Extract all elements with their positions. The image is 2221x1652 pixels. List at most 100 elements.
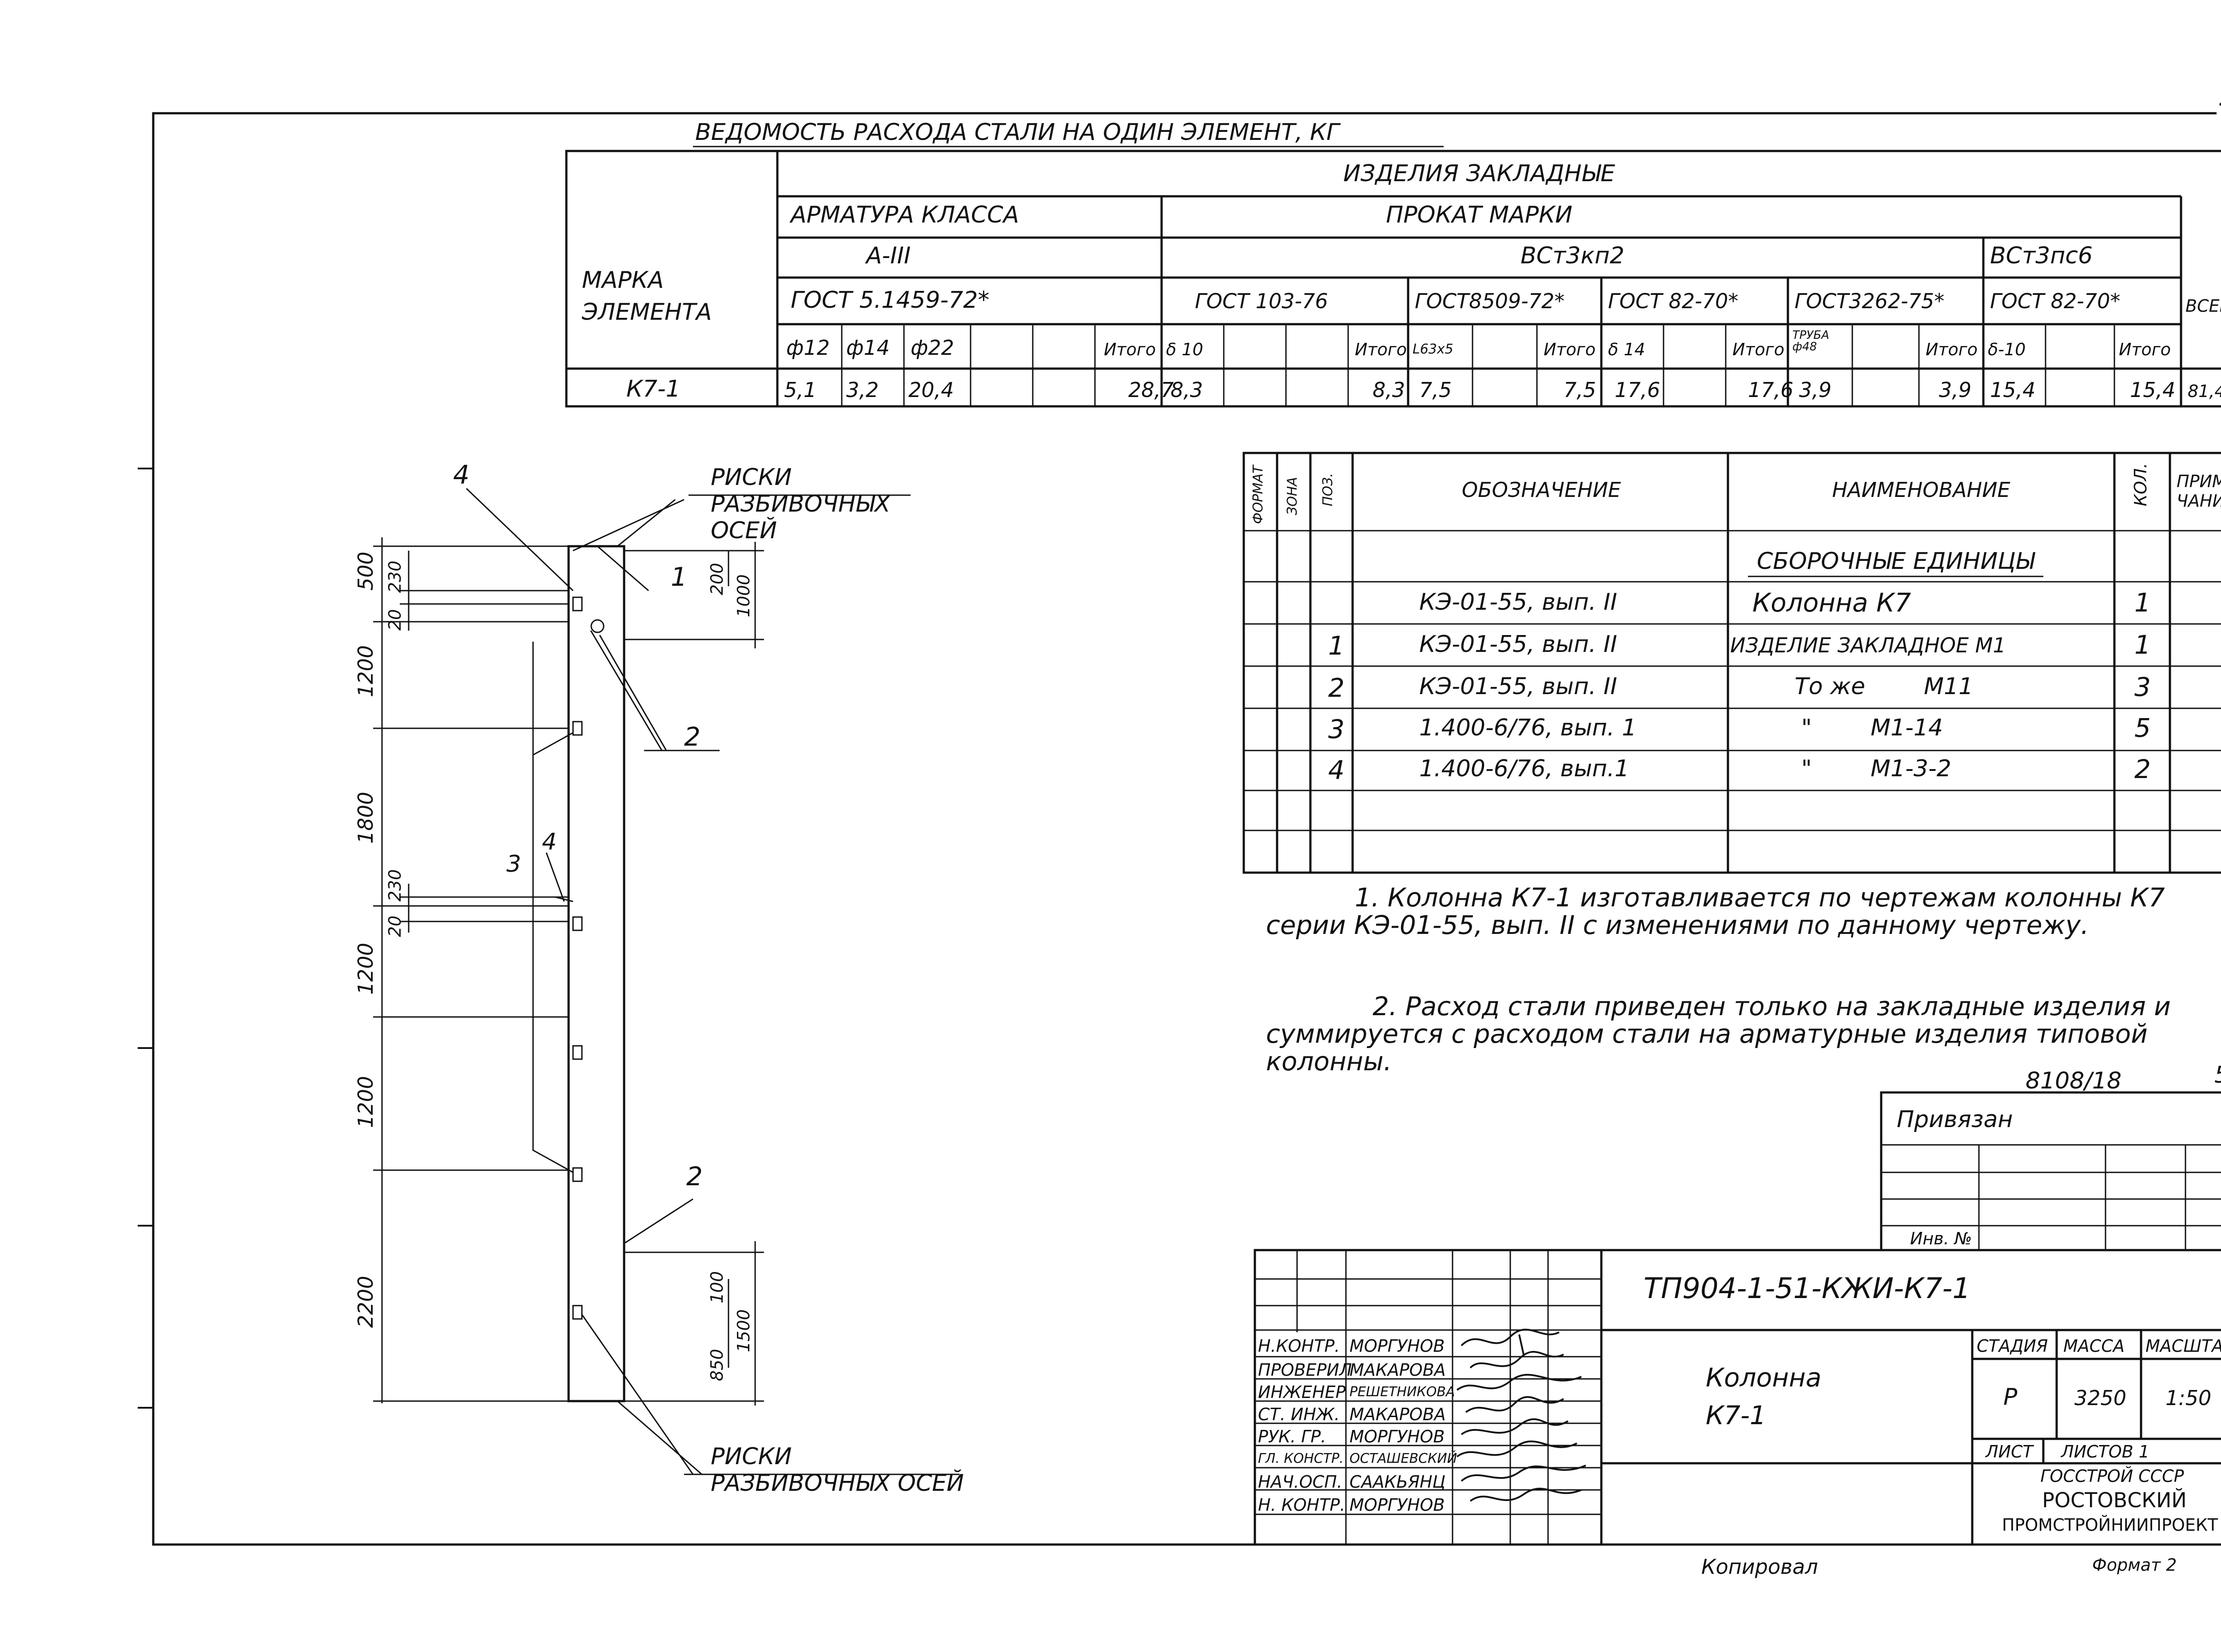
dim-2200: 2200 [354,1275,378,1328]
dim-20b: 20 [385,915,405,937]
rolled-grade-1: ВСт3кп2 [1520,242,1624,269]
dim-100: 100 [707,1271,727,1303]
col-header: ТРУБА ф48 [1792,329,1830,353]
row-value: 8,3 [1373,378,1405,402]
rolled-steel-header: ПРОКАТ МАРКИ [1386,202,1572,228]
row-value: 3,2 [846,378,879,402]
spec-name: ИЗДЕЛИЕ ЗАКЛАДНОЕ М1 [1730,633,2006,657]
zone-header: ЗОНА [1285,477,1300,515]
row-value: 8,3 [1170,378,1203,402]
person: ОСТАШЕВСКИЙ [1349,1451,1457,1466]
designation-header: ОБОЗНАЧЕНИЕ [1461,478,1621,502]
row-value: 20,4 [908,378,954,402]
spec-designation: КЭ-01-55, вып. II [1419,589,1617,616]
bottom-marks-label: РИСКИ РАЗБИВОЧНЫХ ОСЕЙ [711,1443,964,1497]
row-total: 81,4 [2188,381,2221,401]
person: СААКЬЯНЦ [1349,1472,1446,1492]
dim-200: 200 [707,563,727,595]
person: МАКАРОВА [1349,1405,1446,1424]
role: СТ. ИНЖ. [1258,1405,1340,1424]
row-value: 28,7 [1128,378,1174,402]
steel-statement-title: ВЕДОМОСТЬ РАСХОДА СТАЛИ НА ОДИН ЭЛЕМЕНТ,… [695,119,1339,146]
person: МОРГУНОВ [1349,1495,1445,1515]
armature-gost: ГОСТ 5.1459-72* [791,287,990,314]
person: РЕШЕТНИКОВА [1349,1384,1455,1400]
role: ПРОВЕРИЛ [1258,1360,1352,1380]
dim-230: 230 [385,560,405,593]
role: НАЧ.ОСП. [1258,1472,1342,1492]
callout-2: 2 [684,722,701,752]
gost-82: ГОСТ 82-70* [1608,289,1739,313]
armature-class-header: АРМАТУРА КЛАССА [791,202,1019,228]
col-header: Итого [1732,340,1785,359]
spec-designation: КЭ-01-55, вып. II [1419,631,1617,658]
role: РУК. ГР. [1258,1427,1326,1446]
spec-pos: 2 [1328,673,1345,703]
row-value: 17,6 [1615,378,1660,402]
page-number: 5 [2219,82,2221,111]
col-header: Итого [1544,340,1596,359]
row-value: 7,5 [1419,378,1452,402]
dim-1500: 1500 [734,1309,753,1352]
signatures [1456,1328,1586,1502]
stage-value: Р [2003,1384,2018,1410]
mass-value: 3250 [2074,1386,2127,1410]
scale-value: 1:50 [2165,1386,2212,1410]
role: ИНЖЕНЕР [1258,1382,1346,1402]
col-header: Итого [1355,340,1407,359]
dim-1200b: 1200 [354,942,378,995]
total-header: ВСЕГО [2185,296,2221,316]
spec-name: То же М11 [1795,673,1974,700]
note-1: 1. Колонна К7-1 изготавливается по черте… [1266,882,2165,940]
spec-designation: КЭ-01-55, вып. II [1419,673,1617,700]
row-value: 5,1 [784,378,817,402]
row-value: 17,6 [1748,378,1794,402]
section-title: СБОРОЧНЫЕ ЕДИНИЦЫ [1757,548,2035,575]
rolled-grade-2: ВСт3пс6 [1990,242,2093,269]
row-value: 7,5 [1564,378,1596,402]
spec-qty: 1 [2134,630,2151,660]
spec-designation: 1.400-6/76, вып.1 [1419,755,1629,782]
object-name: Колонна К7-1 [1706,1362,1822,1430]
col-header: Итого [1926,340,1978,359]
org-line-3: ПРОМСТРОЙНИИПРОЕКТ [2002,1515,2218,1535]
embedded-items-header: ИЗДЕЛИЯ ЗАКЛАДНЫЕ [1343,160,1616,187]
stage-label: СТАДИЯ [1977,1336,2048,1356]
col-header: ф22 [911,336,954,360]
format-header: ФОРМАТ [1250,465,1266,524]
callout-3: 3 [506,851,521,878]
spec-pos: 4 [1328,755,1345,785]
row-value: 15,4 [1990,378,2036,402]
gost-3262: ГОСТ3262-75* [1795,289,1945,313]
role: Н. КОНТР. [1258,1495,1345,1515]
armature-class: А-III [866,242,911,269]
row-value: 15,4 [2130,378,2176,402]
mass-label: МАССА [2063,1336,2125,1356]
dim-500: 500 [354,552,378,591]
person: МОРГУНОВ [1349,1336,1445,1356]
dim-1000: 1000 [734,574,753,617]
col-header: δ 14 [1608,340,1645,359]
scale-label: МАСШТАБ [2145,1336,2221,1356]
callout-2b: 2 [686,1161,703,1191]
org-line-2: РОСТОВСКИЙ [2042,1488,2187,1512]
row-mark: К7-1 [626,376,681,402]
drawing-code: ТП904-1-51-КЖИ-К7-1 [1644,1272,1971,1305]
note-header: ПРИМЕ-ЧАНИЕ [2177,472,2221,511]
spec-name: Колонна К7 [1752,588,1911,618]
person: МАКАРОВА [1349,1360,1446,1380]
dim-1200c: 1200 [354,1076,378,1128]
qty-header: КОЛ. [2131,463,2150,506]
spec-name: " М1-3-2 [1801,755,1951,782]
org-line-1: ГОССТРОЙ СССР [2040,1466,2184,1486]
gost-103: ГОСТ 103-76 [1195,289,1328,313]
dim-20: 20 [385,609,405,631]
spec-designation: 1.400-6/76, вып. 1 [1419,715,1637,741]
col-header: Итого [2119,340,2171,359]
col-header: L63х5 [1413,342,1453,357]
role: ГЛ. КОНСТР. [1258,1451,1344,1466]
spec-pos: 3 [1328,714,1345,744]
gost-8509: ГОСТ8509-72* [1415,289,1565,313]
row-value: 3,9 [1799,378,1832,402]
